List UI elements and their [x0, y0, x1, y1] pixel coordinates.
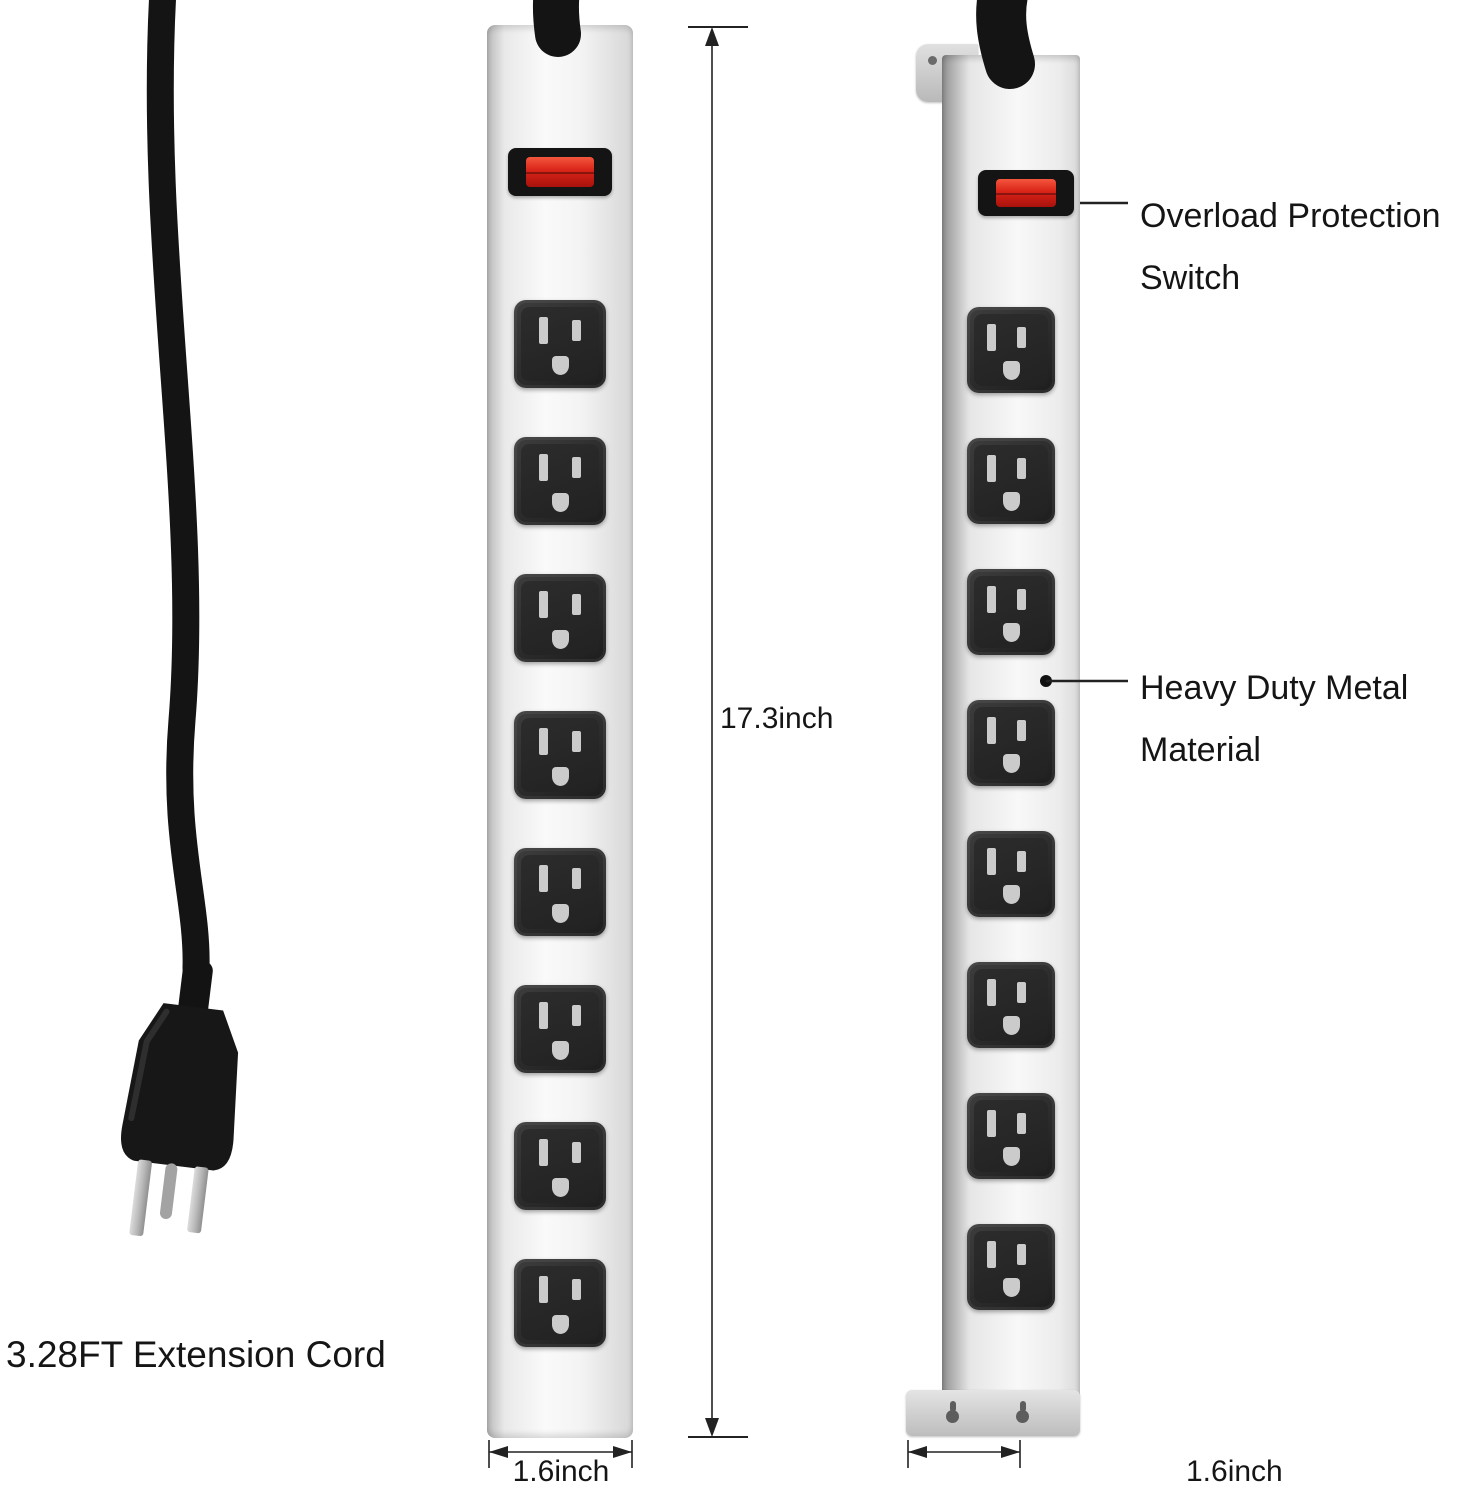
- outlet-ground-hole: [552, 1041, 569, 1060]
- outlet-ground-hole: [552, 904, 569, 923]
- bracket-screw-hole: [928, 56, 937, 65]
- power-outlet: [967, 962, 1055, 1048]
- outlet-neutral-slot: [987, 324, 996, 351]
- outlet-hot-slot: [1017, 327, 1026, 348]
- outlet-ground-hole: [1003, 1278, 1020, 1297]
- outlet-ground-hole: [552, 356, 569, 375]
- outlet-neutral-slot: [539, 728, 548, 755]
- outlet-hot-slot: [1017, 1113, 1026, 1134]
- outlet-neutral-slot: [539, 317, 548, 344]
- side-outlet-column: [942, 307, 1080, 1310]
- switch-rocker: [526, 157, 594, 187]
- power-outlet: [967, 1093, 1055, 1179]
- outlet-ground-hole: [1003, 885, 1020, 904]
- outlet-ground-hole: [552, 1178, 569, 1197]
- overload-protection-switch-side: [978, 170, 1074, 216]
- outlet-neutral-slot: [987, 586, 996, 613]
- outlet-neutral-slot: [987, 979, 996, 1006]
- mounting-bracket-bottom: [906, 1390, 1080, 1436]
- power-outlet: [967, 831, 1055, 917]
- power-plug: [120, 959, 239, 1237]
- power-outlet: [967, 307, 1055, 393]
- outlet-ground-hole: [1003, 1147, 1020, 1166]
- front-power-strip: [487, 25, 633, 1438]
- outlet-hot-slot: [1017, 589, 1026, 610]
- power-outlet: [514, 574, 606, 662]
- outlet-neutral-slot: [987, 1241, 996, 1268]
- side-width-dimension-label: 1.6inch: [1186, 1455, 1283, 1488]
- outlet-neutral-slot: [987, 848, 996, 875]
- outlet-neutral-slot: [987, 717, 996, 744]
- outlet-ground-hole: [552, 493, 569, 512]
- power-outlet: [514, 711, 606, 799]
- outlet-ground-hole: [1003, 361, 1020, 380]
- outlet-hot-slot: [1017, 720, 1026, 741]
- outlet-ground-hole: [1003, 623, 1020, 642]
- outlet-hot-slot: [572, 594, 581, 615]
- outlet-ground-hole: [1003, 492, 1020, 511]
- outlet-neutral-slot: [539, 1276, 548, 1303]
- outlet-hot-slot: [572, 868, 581, 889]
- outlet-ground-hole: [552, 767, 569, 786]
- power-outlet: [514, 300, 606, 388]
- bracket-keyhole-slot: [1016, 1401, 1029, 1423]
- power-outlet: [967, 438, 1055, 524]
- plug-hot-blade: [187, 1166, 209, 1234]
- outlet-neutral-slot: [987, 1110, 996, 1137]
- overload-protection-switch: [508, 148, 612, 196]
- power-outlet: [514, 1259, 606, 1347]
- outlet-hot-slot: [1017, 851, 1026, 872]
- overload-switch-label: Overload Protection Switch: [1140, 197, 1441, 297]
- bracket-keyhole-slot: [946, 1401, 959, 1423]
- outlet-hot-slot: [572, 1142, 581, 1163]
- side-width-dimension-line: [907, 1440, 1021, 1468]
- material-label: Heavy Duty Metal Material: [1140, 669, 1409, 769]
- power-outlet: [967, 1224, 1055, 1310]
- front-width-dimension-label: 1.6inch: [512, 1455, 610, 1488]
- plug-neutral-blade: [129, 1159, 152, 1237]
- switch-rocker: [996, 179, 1056, 207]
- outlet-hot-slot: [572, 1279, 581, 1300]
- extension-cord: [146, 0, 210, 982]
- outlet-hot-slot: [1017, 458, 1026, 479]
- plug-ground-pin: [159, 1163, 178, 1220]
- outlet-ground-hole: [552, 630, 569, 649]
- outlet-neutral-slot: [539, 1139, 548, 1166]
- front-outlet-column: [487, 300, 633, 1347]
- outlet-hot-slot: [572, 320, 581, 341]
- outlet-neutral-slot: [539, 591, 548, 618]
- power-outlet: [514, 1122, 606, 1210]
- outlet-hot-slot: [1017, 982, 1026, 1003]
- outlet-ground-hole: [1003, 1016, 1020, 1035]
- side-power-strip: [942, 55, 1080, 1433]
- outlet-hot-slot: [572, 731, 581, 752]
- outlet-neutral-slot: [539, 865, 548, 892]
- outlet-hot-slot: [572, 1005, 581, 1026]
- power-outlet: [514, 437, 606, 525]
- outlet-ground-hole: [1003, 754, 1020, 773]
- outlet-neutral-slot: [987, 455, 996, 482]
- outlet-neutral-slot: [539, 1002, 548, 1029]
- outlet-ground-hole: [552, 1315, 569, 1334]
- height-dimension-label: 17.3inch: [720, 702, 834, 735]
- outlet-neutral-slot: [539, 454, 548, 481]
- outlet-hot-slot: [1017, 1244, 1026, 1265]
- power-outlet: [967, 700, 1055, 786]
- power-outlet: [514, 848, 606, 936]
- power-outlet: [967, 569, 1055, 655]
- power-outlet: [514, 985, 606, 1073]
- extension-cord-label: 3.28FT Extension Cord: [6, 1334, 386, 1375]
- outlet-hot-slot: [572, 457, 581, 478]
